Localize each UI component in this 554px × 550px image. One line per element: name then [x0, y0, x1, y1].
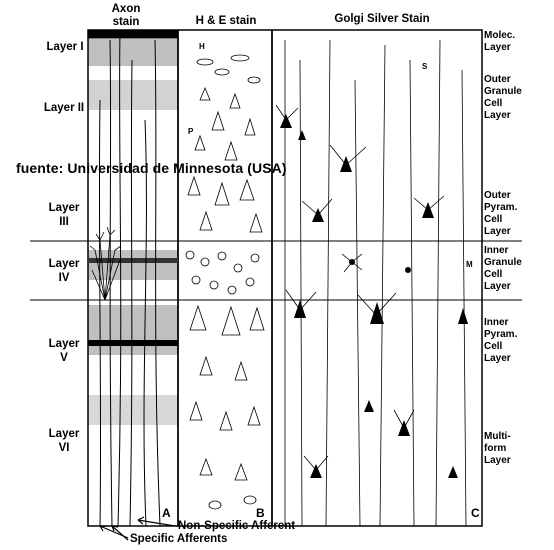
axon-stain-header: Axon stain [111, 3, 141, 28]
layer-i-label: Layer I [46, 41, 84, 53]
martinotti-cell-marker: M [466, 260, 473, 269]
pyramidal-cell-marker: P [188, 127, 194, 136]
axon-terminal-arbor [89, 226, 122, 301]
panel-b-letter: B [256, 506, 265, 520]
golgi-dendrites [275, 39, 467, 527]
axon-fiber-bands [87, 29, 179, 425]
outer-pyramidal-layer-label: Outer Pyram. Cell Layer [484, 190, 518, 237]
inner-pyramidal-layer-label: Inner Pyram. Cell Layer [484, 317, 518, 364]
layer-iv-label: Layer IV [48, 258, 80, 284]
he-stain-header: H & E stain [195, 15, 257, 27]
layer-v-label: Layer V [48, 338, 80, 364]
horizontal-cell-marker: H [199, 42, 205, 51]
axon-vertical-fibers [98, 29, 161, 527]
source-watermark: fuente: Universidad de Minnesota (USA) [16, 160, 287, 176]
layer-vi-label: Layer VI [48, 428, 80, 454]
golgi-stain-header: Golgi Silver Stain [334, 13, 430, 25]
outer-granule-layer-label: Outer Granule Cell Layer [484, 74, 522, 121]
multiform-layer-label: Multi- form Layer [484, 431, 511, 466]
panel-c-frame [271, 29, 483, 527]
panel-c-letter: C [471, 506, 480, 520]
panel-a-letter: A [162, 506, 171, 520]
molecular-layer-label: Molec. Layer [484, 30, 516, 53]
non-specific-afferent-label: Non-Specific Afferent [178, 520, 296, 532]
he-cell-bodies [185, 54, 265, 510]
layer-iii-label: Layer III [48, 202, 80, 228]
golgi-neuron-somas [280, 114, 468, 478]
stellate-cell-marker: S [422, 62, 428, 71]
afferent-arrows [99, 516, 176, 541]
layer-ii-label: Layer II [43, 102, 85, 114]
specific-afferents-label: Specific Afferents [130, 533, 228, 545]
inner-granule-layer-label: Inner Granule Cell Layer [484, 245, 522, 292]
